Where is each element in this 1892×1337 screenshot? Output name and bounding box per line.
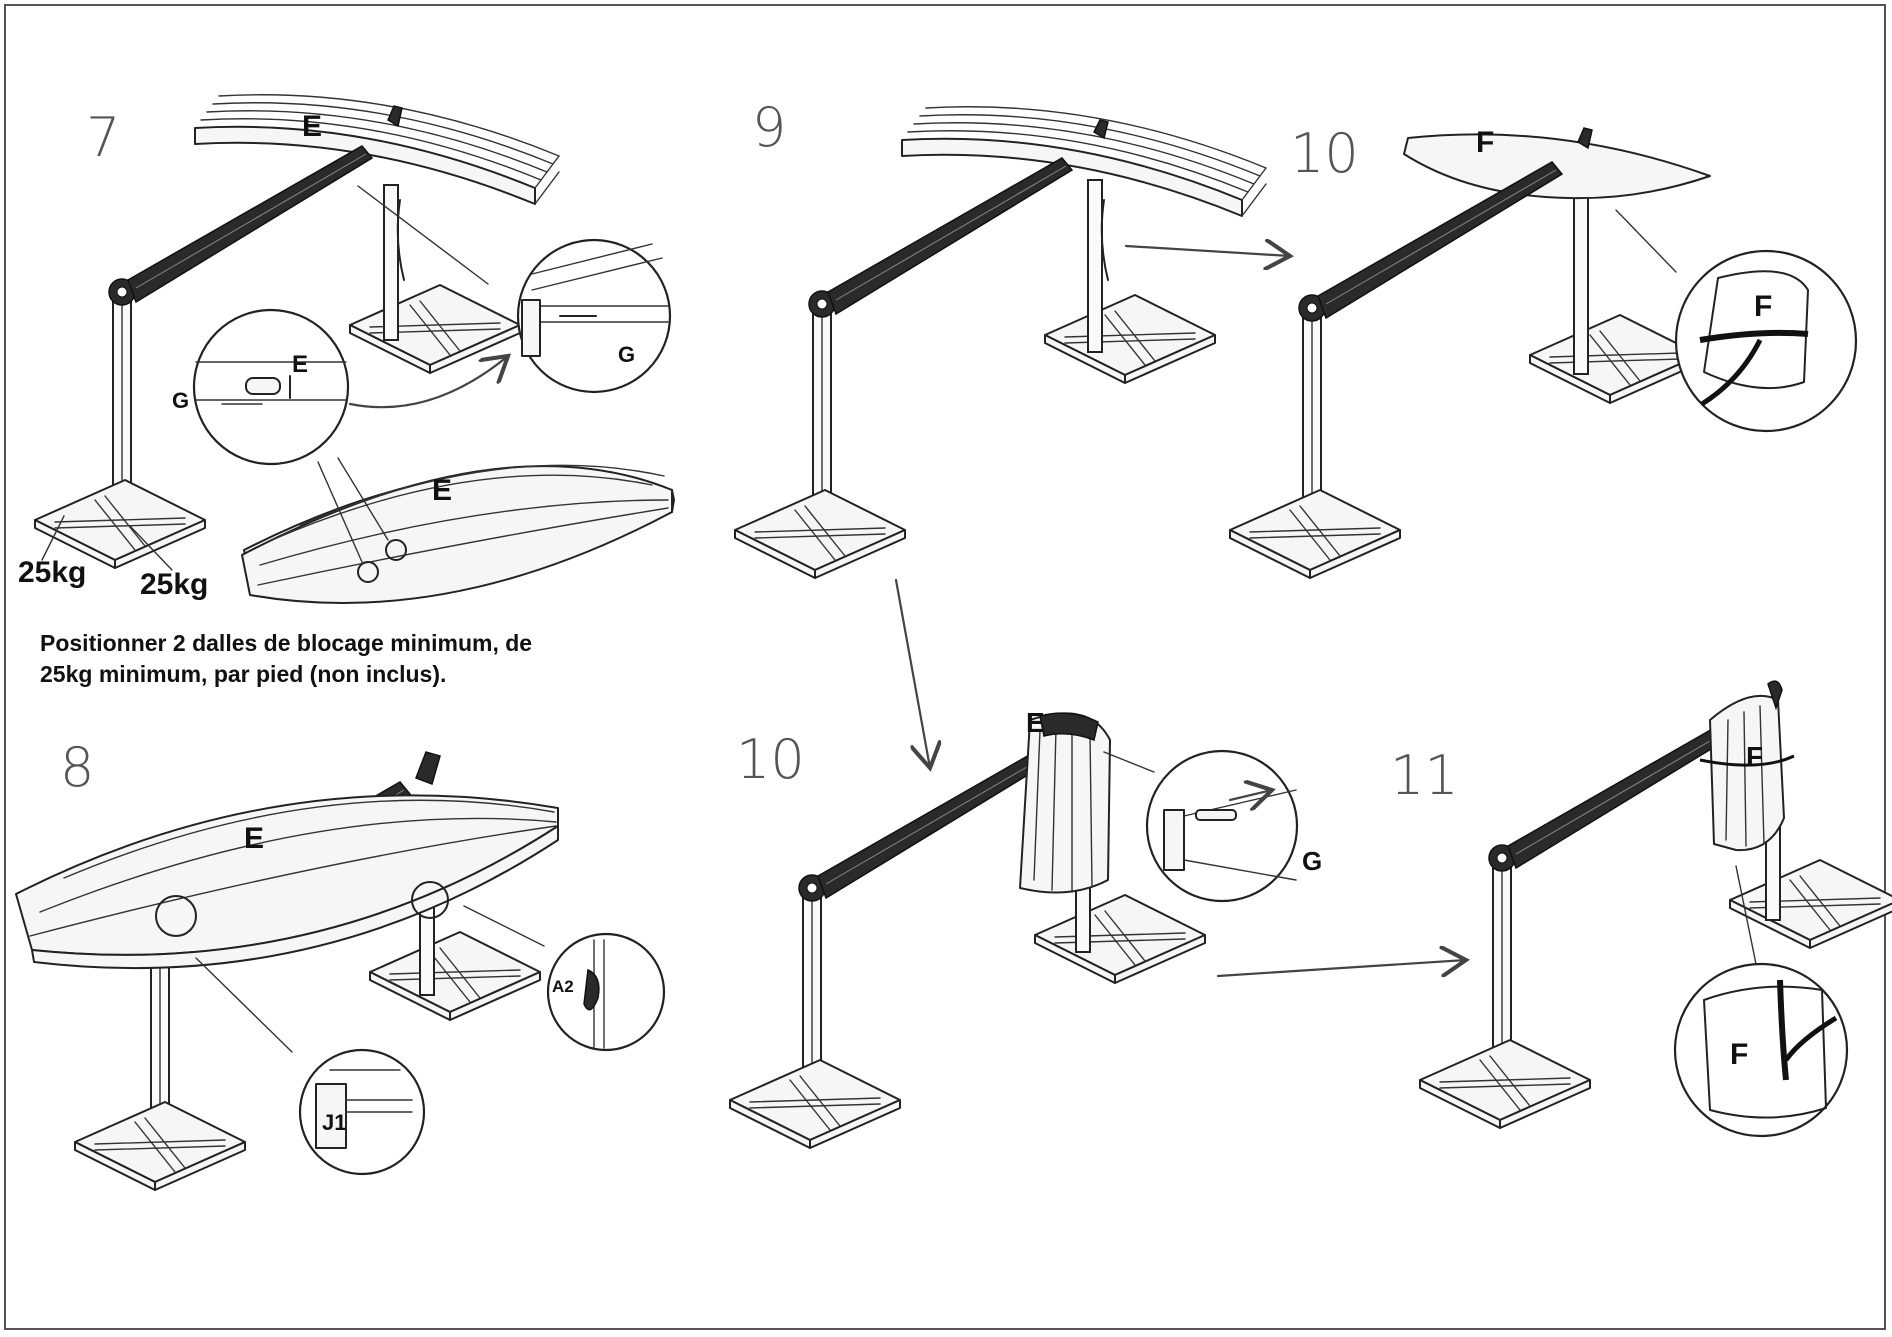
step-number-10-top: 10 bbox=[1290, 122, 1359, 185]
part-label-e-8: E bbox=[244, 822, 264, 855]
part-label-g-10-bottom: G bbox=[1302, 846, 1322, 876]
step-10-bottom-illustration bbox=[729, 578, 1466, 1149]
step-9-illustration bbox=[734, 105, 1290, 579]
part-label-f-10-top: F bbox=[1476, 126, 1494, 159]
step-number-10-bottom: 10 bbox=[736, 728, 805, 791]
part-label-f-10-zoom: F bbox=[1754, 290, 1772, 323]
part-label-e-7-zoom: E bbox=[292, 351, 308, 378]
step-number-7: 7 bbox=[86, 106, 120, 169]
part-label-j1: J1 bbox=[322, 1110, 346, 1135]
weight-label-left: 25kg bbox=[18, 556, 86, 589]
step-number-8: 8 bbox=[60, 736, 94, 799]
part-label-a2: A2 bbox=[552, 977, 574, 996]
step-7-illustration bbox=[34, 93, 675, 605]
part-label-e-7-canopy: E bbox=[432, 474, 452, 507]
part-label-e-7-top: E bbox=[302, 110, 322, 143]
part-label-e-10-bottom: E bbox=[1026, 707, 1045, 738]
step-number-11: 11 bbox=[1390, 744, 1459, 807]
ballast-instruction: Positionner 2 dalles de blocage minimum,… bbox=[40, 628, 660, 690]
step-number-9: 9 bbox=[752, 96, 786, 159]
part-label-g-7-left: G bbox=[172, 388, 189, 413]
ballast-instruction-line-1: Positionner 2 dalles de blocage minimum,… bbox=[40, 630, 533, 656]
page-border bbox=[4, 4, 1886, 1330]
step-11-illustration bbox=[1419, 680, 1892, 1138]
step-8-illustration bbox=[15, 751, 666, 1191]
part-label-g-7-right: G bbox=[618, 342, 635, 367]
step-10-top-illustration bbox=[1229, 127, 1858, 579]
ballast-instruction-line-2: 25kg minimum, par pied (non inclus). bbox=[40, 661, 447, 687]
part-label-f-11: F bbox=[1746, 741, 1763, 772]
part-label-f-11-zoom: F bbox=[1730, 1038, 1748, 1071]
weight-label-right: 25kg bbox=[140, 568, 208, 601]
